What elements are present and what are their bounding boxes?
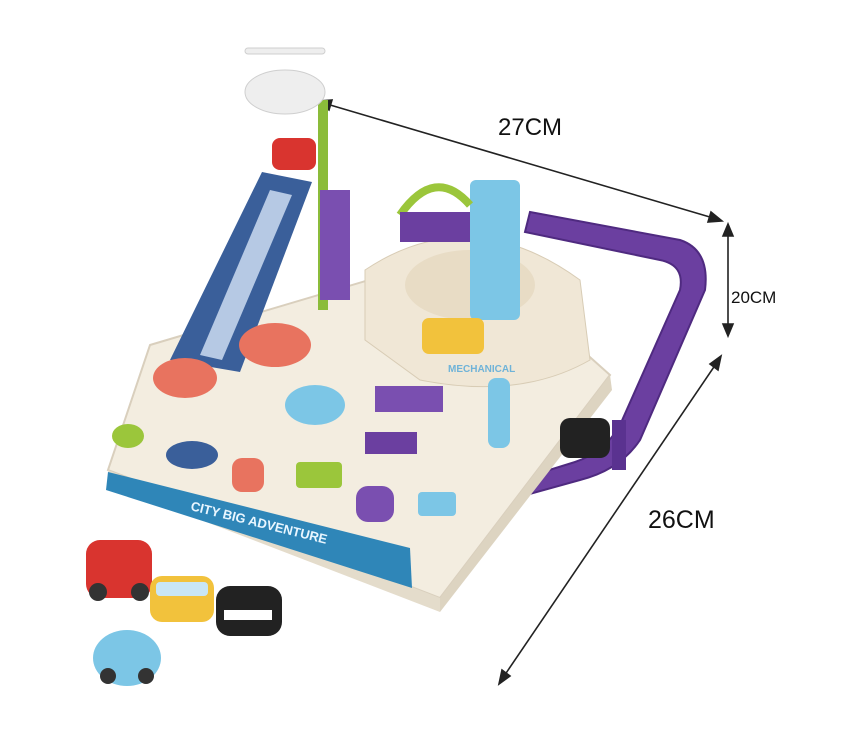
dimension-line-height	[721, 221, 735, 339]
green-arch	[396, 183, 474, 218]
tower-text: MECHANICAL	[448, 364, 515, 375]
traffic-light	[488, 378, 510, 448]
dimension-line-width	[497, 354, 723, 686]
blue-peg	[166, 441, 218, 469]
helicopter	[244, 47, 326, 115]
coral-disc-1	[153, 358, 217, 398]
length-label: 27CM	[498, 114, 563, 141]
blue-beetle-car	[93, 630, 161, 686]
yellow-bus-car	[150, 576, 214, 622]
blue-tower	[470, 180, 520, 320]
track-support	[612, 420, 626, 470]
green-peg	[112, 424, 144, 448]
red-car-top	[272, 138, 316, 170]
police-car-on-track	[560, 418, 610, 458]
blue-beetle-on-track	[285, 385, 345, 425]
coral-peg	[232, 458, 264, 492]
width-label: 26CM	[648, 506, 715, 534]
banner	[106, 472, 412, 588]
blue-hammer	[418, 492, 456, 516]
purple-bench	[375, 386, 443, 412]
black-police-car	[216, 586, 282, 636]
purple-peg	[356, 486, 394, 522]
red-police-car	[86, 540, 152, 601]
green-hammer	[296, 462, 342, 488]
yellow-bus	[422, 318, 484, 354]
coral-disc-2	[239, 323, 311, 367]
height-label: 20CM	[731, 288, 777, 307]
